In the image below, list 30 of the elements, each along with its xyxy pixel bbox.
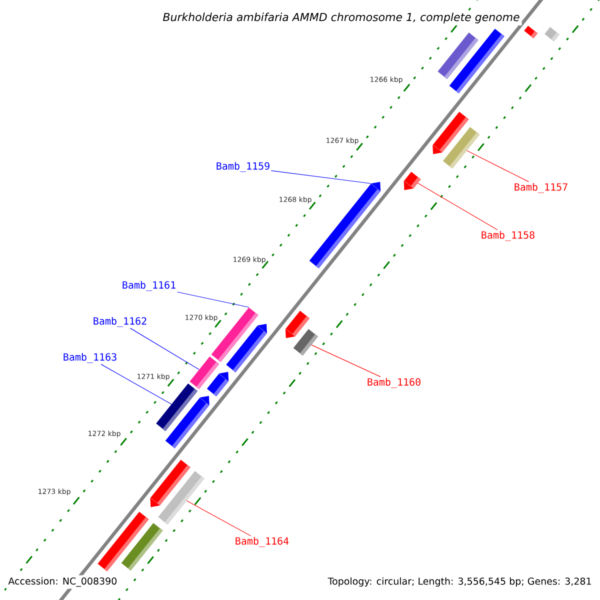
gene-block [293, 329, 318, 356]
leader-line [311, 344, 381, 378]
gene-label: Bamb_1161 [122, 281, 176, 291]
gene-label: Bamb_1157 [514, 183, 568, 193]
gene-block [165, 396, 210, 449]
gene-block [404, 172, 421, 190]
gene-label: Bamb_1164 [236, 537, 289, 547]
leader-line [186, 500, 252, 536]
footer-text: Topology: circular; Length: 3,556,545 bp; Genes: 3,281 [326, 575, 594, 589]
leader-line [130, 328, 200, 370]
title: Burkholderia ambifaria AMMD chromosome 1, complete genome [160, 10, 522, 26]
leader-line [177, 292, 250, 308]
leader-line [417, 182, 498, 230]
gene-label: Bamb_1162 [94, 317, 146, 327]
footer-text: Accession: NC_008390 [6, 575, 120, 589]
leader-line [100, 364, 172, 404]
gene-label: Bamb_1158 [482, 231, 534, 241]
gene-block [158, 471, 205, 525]
gene-block [544, 27, 560, 42]
gene-label: Bamb_1163 [64, 353, 116, 363]
gene-block [442, 127, 480, 169]
leader-line [466, 150, 530, 182]
gene-label: Bamb_1160 [368, 378, 420, 388]
leader-line [271, 170, 372, 184]
gene-block [524, 26, 538, 39]
gene-block [206, 372, 229, 397]
gene-label: Bamb_1159 [216, 162, 270, 172]
gene-block [449, 28, 505, 94]
gene-block [226, 324, 267, 373]
gene-block [121, 523, 163, 571]
